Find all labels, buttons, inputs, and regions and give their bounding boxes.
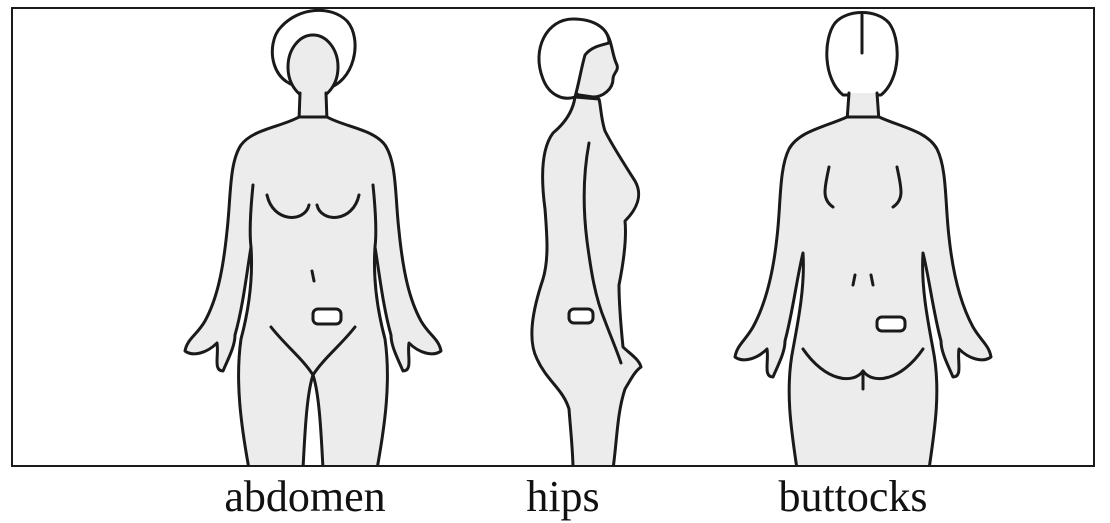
back-dimple-left xyxy=(853,275,855,285)
back-view-figure xyxy=(735,13,991,468)
body-views-illustration xyxy=(13,9,1095,467)
figure-frame xyxy=(11,7,1095,467)
patch-buttocks xyxy=(877,317,905,331)
front-body xyxy=(185,117,441,467)
back-dimple-right xyxy=(871,275,873,285)
back-body xyxy=(735,117,991,467)
front-view-figure xyxy=(185,10,441,467)
patch-hips xyxy=(569,309,593,323)
label-hips: hips xyxy=(526,473,599,521)
front-navel xyxy=(312,271,314,281)
label-abdomen: abdomen xyxy=(224,473,385,521)
front-head xyxy=(288,35,338,99)
patch-abdomen xyxy=(313,309,341,324)
side-view-figure xyxy=(532,19,641,467)
label-buttocks: buttocks xyxy=(778,473,927,521)
